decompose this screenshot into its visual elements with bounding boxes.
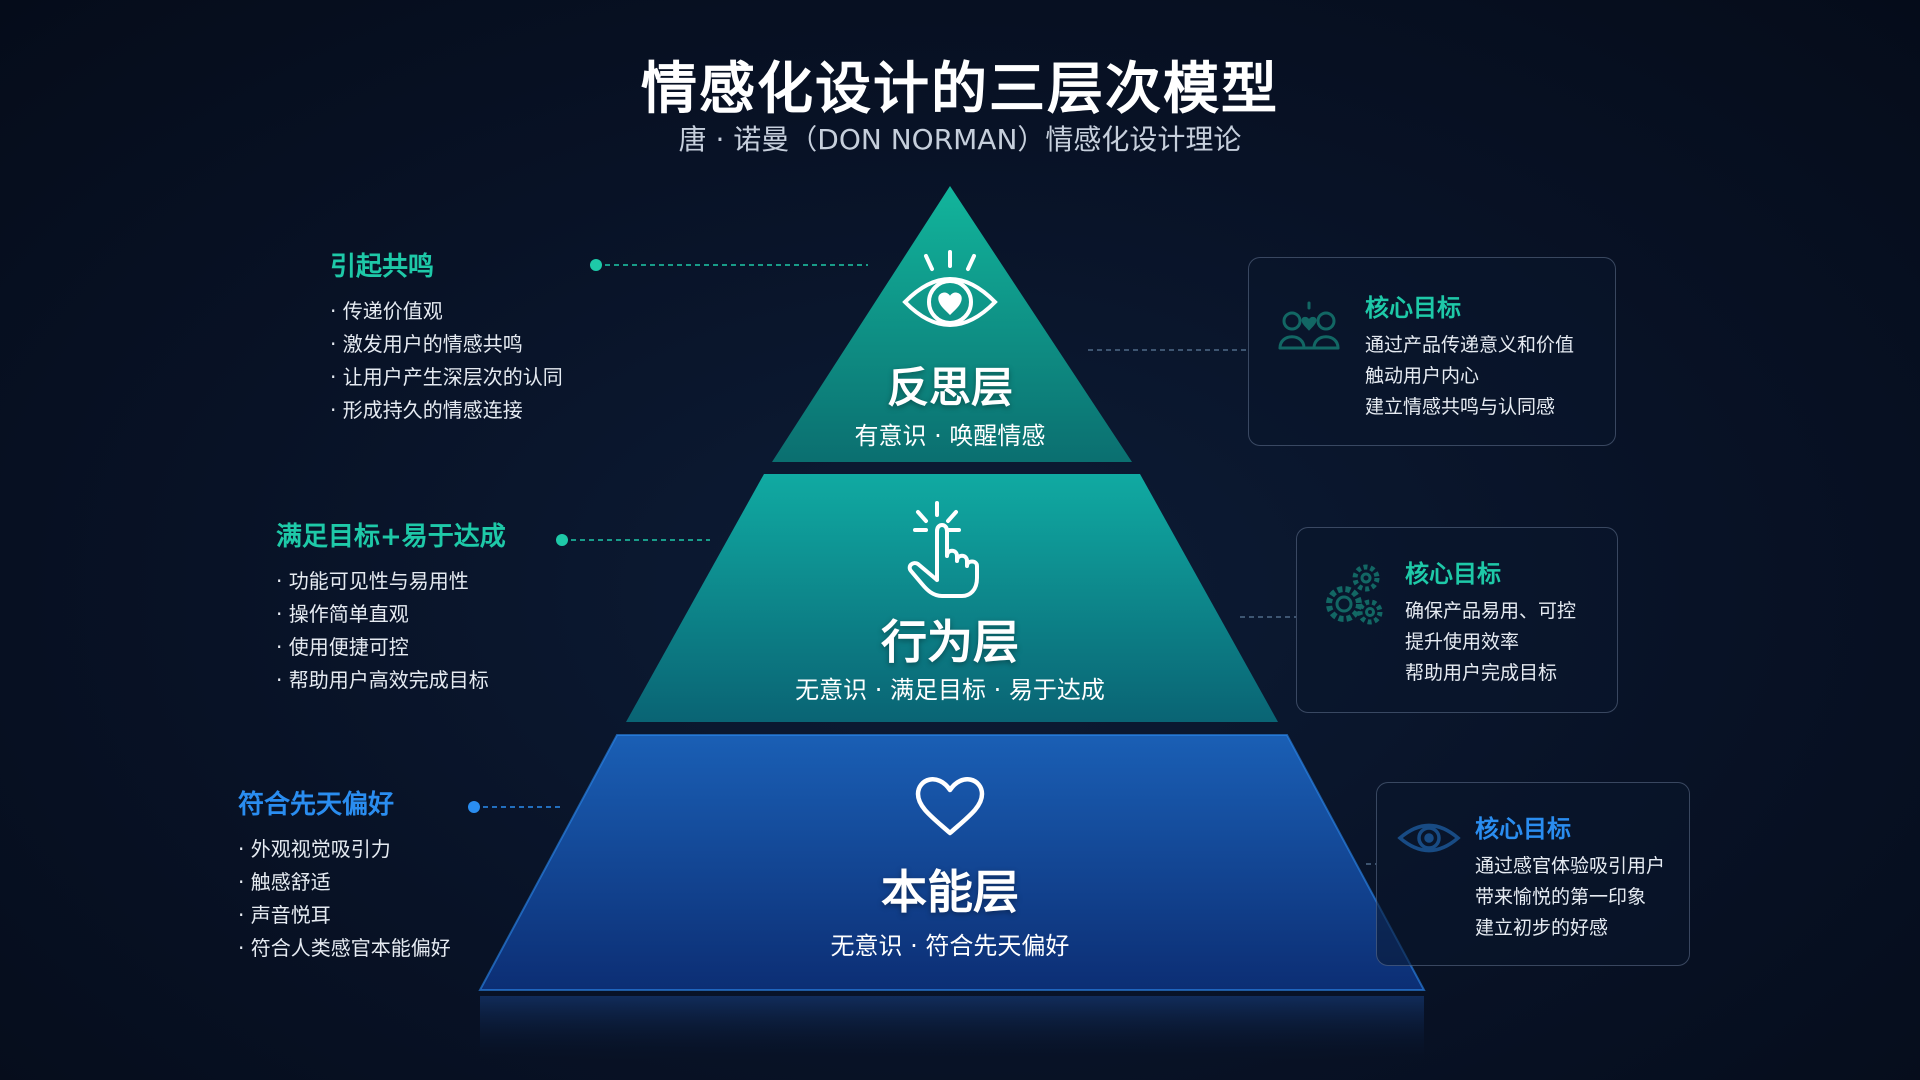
visceral-layer-title: 本能层 (881, 865, 1019, 919)
behavioral-side-block: 满足目标+易于达成 功能可见性与易用性 操作简单直观 使用便捷可控 帮助用户高效… (276, 516, 506, 697)
page-title: 情感化设计的三层次模型 (641, 57, 1279, 122)
card-line: 确保产品易用、可控 (1405, 600, 1577, 622)
reflective-layer-title: 反思层 (886, 363, 1013, 412)
behavioral-side-list: 功能可见性与易用性 操作简单直观 使用便捷可控 帮助用户高效完成目标 (276, 565, 506, 697)
visceral-side-heading: 符合先天偏好 (238, 790, 395, 820)
card-line: 建立情感共鸣与认同感 (1365, 396, 1556, 418)
visceral-side-block: 符合先天偏好 外观视觉吸引力 触感舒适 声音悦耳 符合人类感官本能偏好 (238, 784, 451, 965)
card-line: 帮助用户完成目标 (1405, 662, 1558, 684)
list-item: 传递价值观 (330, 295, 563, 328)
behavioral-card-heading: 核心目标 (1405, 560, 1501, 588)
page-subtitle: 唐 · 诺曼（DON NORMAN）情感化设计理论 (678, 123, 1242, 156)
list-item: 操作简单直观 (276, 598, 506, 631)
card-line: 带来愉悦的第一印象 (1475, 886, 1647, 908)
reflective-layer-subtitle: 有意识 · 唤醒情感 (854, 422, 1046, 450)
visceral-layer-subtitle: 无意识 · 符合先天偏好 (830, 932, 1070, 960)
list-item: 功能可见性与易用性 (276, 565, 506, 598)
visceral-card-lines: 通过感官体验吸引用户 带来愉悦的第一印象 建立初步的好感 (1475, 851, 1665, 944)
list-item: 让用户产生深层次的认同 (330, 361, 563, 394)
visceral-side-list: 外观视觉吸引力 触感舒适 声音悦耳 符合人类感官本能偏好 (238, 833, 451, 965)
card-line: 建立初步的好感 (1475, 917, 1609, 939)
reflective-card-lines: 通过产品传递意义和价值 触动用户内心 建立情感共鸣与认同感 (1365, 330, 1574, 423)
visceral-layer (478, 734, 1426, 991)
list-item: 帮助用户高效完成目标 (276, 664, 506, 697)
list-item: 形成持久的情感连接 (330, 394, 563, 427)
reflective-side-block: 引起共鸣 传递价值观 激发用户的情感共鸣 让用户产生深层次的认同 形成持久的情感… (330, 246, 563, 427)
list-item: 使用便捷可控 (276, 631, 506, 664)
behavioral-goal-card: 核心目标 确保产品易用、可控 提升使用效率 帮助用户完成目标 (1296, 527, 1618, 713)
card-line: 通过产品传递意义和价值 (1365, 334, 1575, 356)
reflective-side-list: 传递价值观 激发用户的情感共鸣 让用户产生深层次的认同 形成持久的情感连接 (330, 295, 563, 427)
connector-behavioral-left (556, 534, 710, 546)
card-line: 提升使用效率 (1405, 631, 1520, 653)
hand-pointer-icon (907, 501, 979, 598)
reflective-card-heading: 核心目标 (1365, 294, 1461, 322)
connector-visceral-left (468, 801, 562, 813)
list-item: 触感舒适 (238, 866, 451, 899)
list-item: 激发用户的情感共鸣 (330, 328, 563, 361)
card-line: 触动用户内心 (1365, 365, 1480, 387)
list-item: 外观视觉吸引力 (238, 833, 451, 866)
connector-reflective-left (590, 259, 868, 271)
behavioral-layer-title: 行为层 (881, 615, 1019, 669)
visceral-goal-card: 核心目标 通过感官体验吸引用户 带来愉悦的第一印象 建立初步的好感 (1376, 782, 1690, 966)
reflective-side-heading: 引起共鸣 (330, 252, 435, 282)
behavioral-layer-subtitle: 无意识 · 满足目标 · 易于达成 (795, 676, 1105, 704)
visceral-card-heading: 核心目标 (1475, 815, 1571, 843)
behavioral-side-heading: 满足目标+易于达成 (276, 522, 506, 552)
reflective-goal-card: 核心目标 通过产品传递意义和价值 触动用户内心 建立情感共鸣与认同感 (1248, 257, 1616, 446)
pyramid-reflection (480, 996, 1424, 1060)
eye-heart-icon (902, 250, 998, 327)
card-line: 通过感官体验吸引用户 (1475, 855, 1666, 877)
list-item: 符合人类感官本能偏好 (238, 932, 451, 965)
list-item: 声音悦耳 (238, 899, 451, 932)
behavioral-card-lines: 确保产品易用、可控 提升使用效率 帮助用户完成目标 (1405, 596, 1576, 689)
heart-icon (915, 777, 985, 836)
